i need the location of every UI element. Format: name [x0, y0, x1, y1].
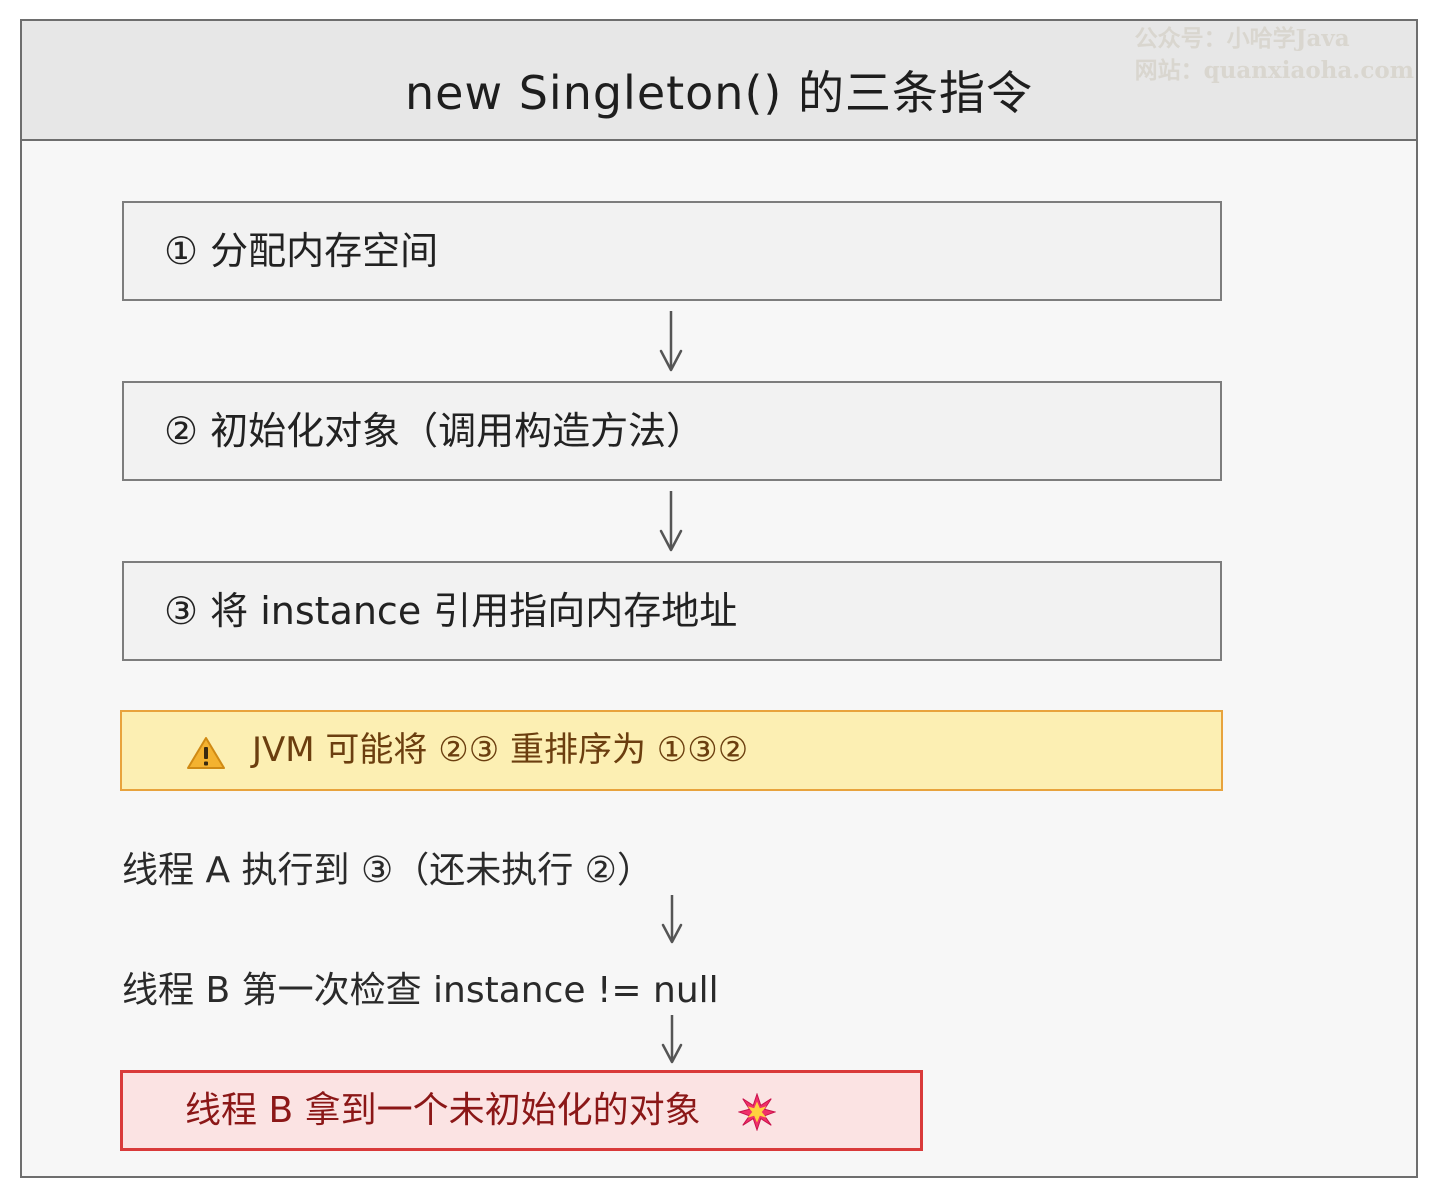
watermark-line-2: 网站：quanxiaoha.com — [1134, 57, 1414, 84]
step-assign-reference: ③ 将 instance 引用指向内存地址 — [122, 561, 1222, 661]
diagram-frame: new Singleton() 的三条指令 公众号：小哈学Java 网站：qua… — [20, 19, 1418, 1178]
step-allocate-memory: ① 分配内存空间 — [122, 201, 1222, 301]
thread-b-check: 线程 B 第一次检查 instance != null — [122, 970, 719, 1011]
uninitialized-result: 线程 B 拿到一个未初始化的对象 — [120, 1070, 923, 1151]
arrow-down-4 — [661, 1015, 683, 1064]
title-bar: new Singleton() 的三条指令 公众号：小哈学Java 网站：qua… — [22, 21, 1416, 141]
collision-icon — [738, 1093, 777, 1131]
warning-text: JVM 可能将 ②③ 重排序为 ①③② — [252, 730, 749, 770]
arrow-down-2 — [659, 491, 683, 552]
step-initialize-object: ② 初始化对象（调用构造方法） — [122, 381, 1222, 481]
watermark: 公众号：小哈学Java 网站：quanxiaoha.com — [1135, 23, 1414, 87]
warning-icon — [187, 737, 225, 769]
step-2-label: ② 初始化对象（调用构造方法） — [164, 409, 705, 453]
step-3-label: ③ 将 instance 引用指向内存地址 — [164, 589, 738, 633]
result-text: 线程 B 拿到一个未初始化的对象 — [185, 1090, 701, 1131]
watermark-line-1: 公众号：小哈学Java — [1134, 25, 1350, 52]
thread-a-state: 线程 A 执行到 ③（还未执行 ②） — [122, 850, 653, 891]
arrow-down-1 — [659, 311, 683, 372]
reorder-warning: JVM 可能将 ②③ 重排序为 ①③② — [120, 710, 1223, 791]
diagram-title: new Singleton() 的三条指令 — [405, 66, 1033, 120]
step-1-label: ① 分配内存空间 — [164, 229, 439, 273]
arrow-down-3 — [661, 895, 683, 944]
